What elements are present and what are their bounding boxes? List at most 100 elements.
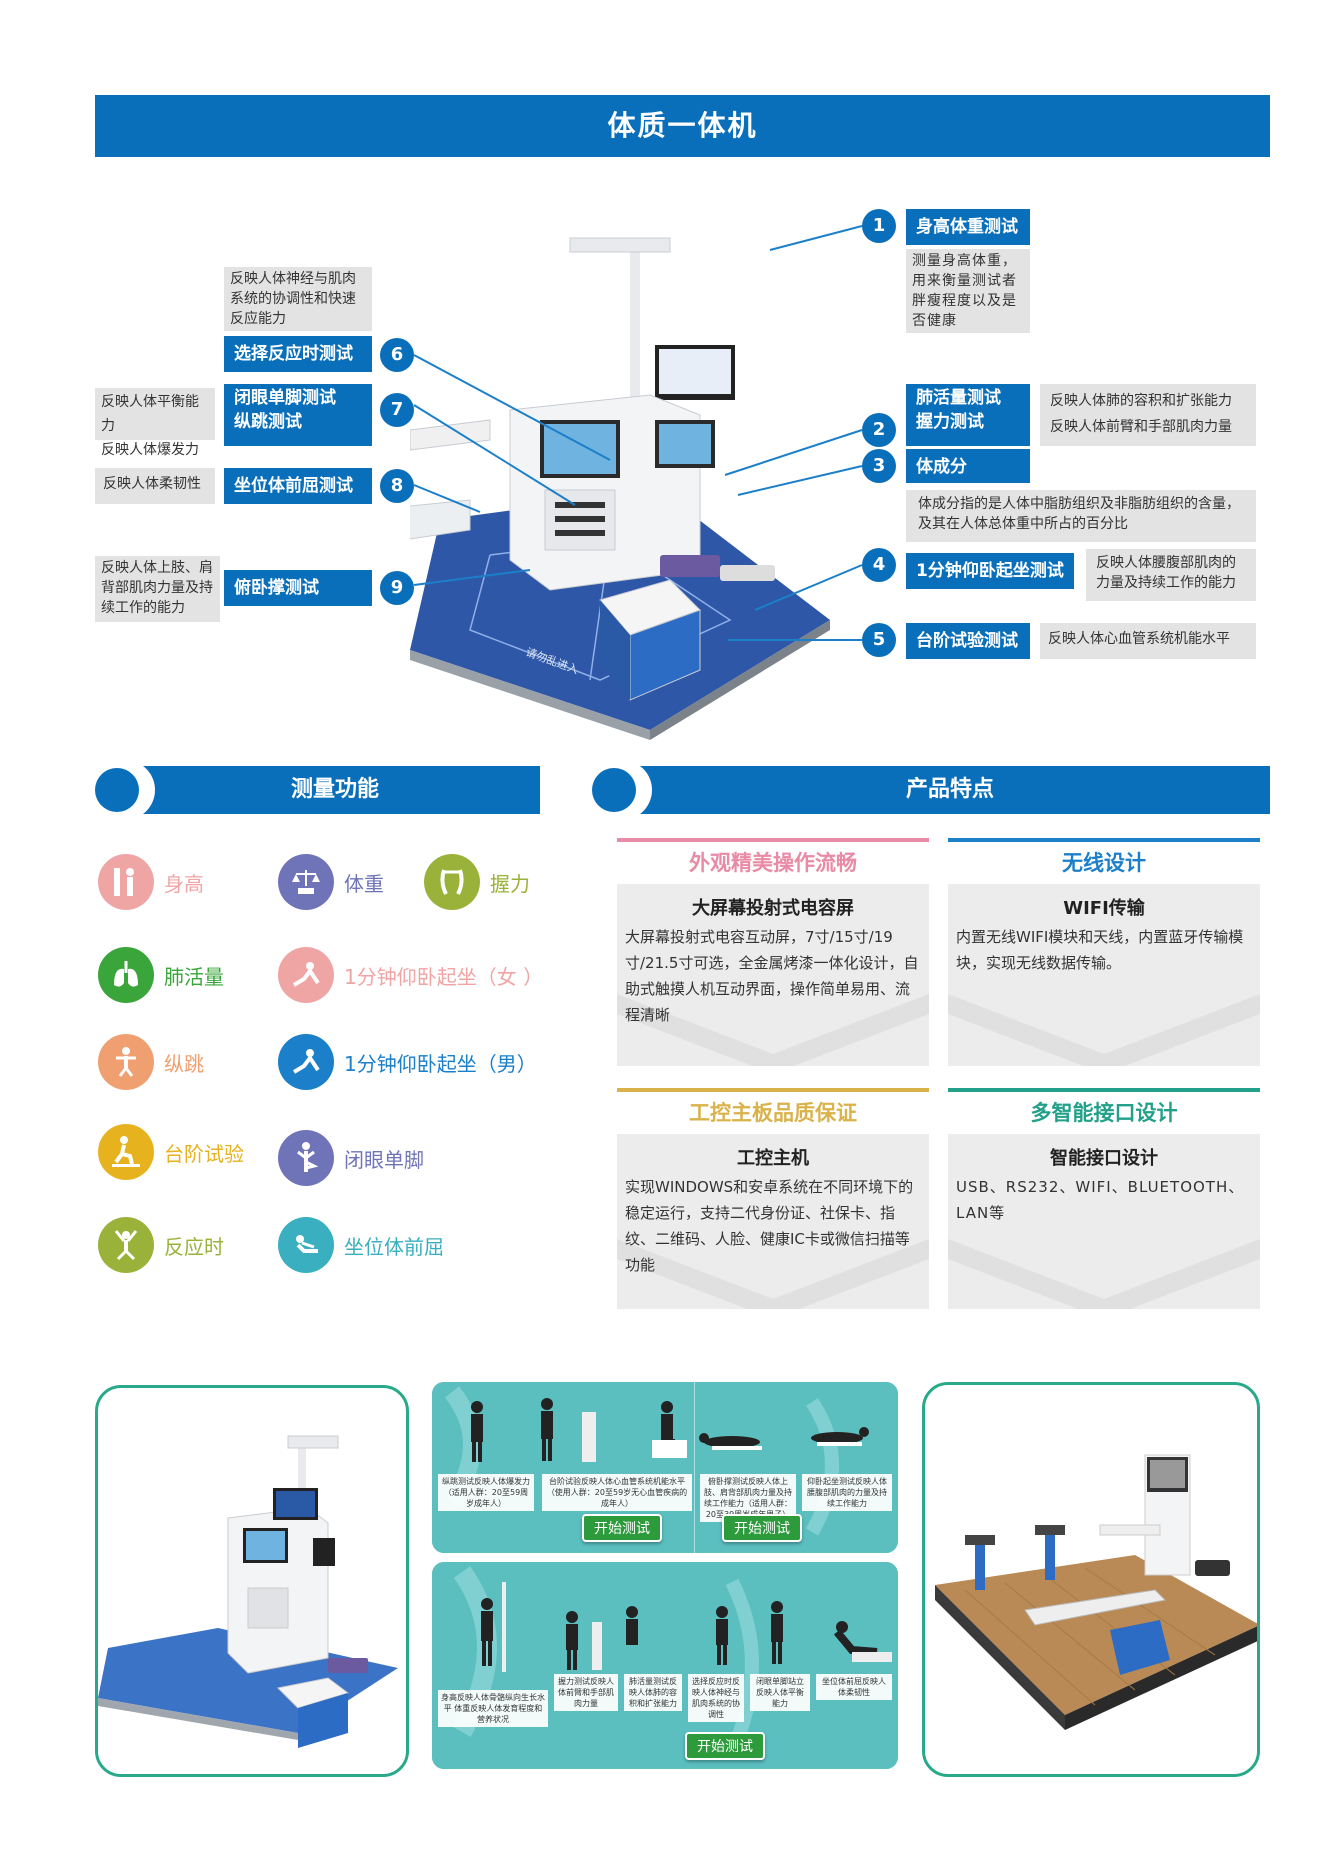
feature-title: 无线设计 — [948, 842, 1260, 884]
start-test-button-1[interactable]: 开始测试 — [582, 1514, 662, 1542]
callout-7-desc: 反映人体平衡能力 反映人体爆发力 — [95, 388, 215, 458]
callout-5-desc: 反映人体心血管系统机能水平 — [1040, 623, 1256, 659]
panel-caption: 纵跳测试反映人体爆发力（适用人群：20至59周岁成年人） — [438, 1474, 534, 1511]
feature-title: 外观精美操作流畅 — [617, 842, 929, 884]
feature-description: 大屏幕投射式电容互动屏，7寸/15寸/19寸/21.5寸可选，全金属烤漆一体化设… — [625, 928, 919, 1024]
feature-subtitle: 大屏幕投射式电容屏 — [692, 898, 854, 919]
lungs-icon — [98, 947, 154, 1003]
panel-caption: 仰卧起坐测试反映人体腰腹部肌肉的力量及持续工作能力 — [802, 1474, 892, 1511]
grip-icon — [424, 854, 480, 910]
page-title: 体质一体机 — [95, 95, 1270, 157]
feature-card-industrial-board: 工控主板品质保证 工控主机 实现WINDOWS和安卓系统在不同环境下的稳定运行，… — [617, 1088, 929, 1309]
feature-card-interfaces: 多智能接口设计 智能接口设计 USB、RS232、WIFI、BLUETOOTH、… — [948, 1088, 1260, 1309]
measure-item-step: 台阶试验 — [98, 1122, 244, 1182]
measure-label-situp-male: 1分钟仰卧起坐（男） — [344, 1051, 537, 1076]
start-test-button-3[interactable]: 开始测试 — [685, 1732, 765, 1760]
panel-caption: 台阶试验反映人体心血管系统机能水平（使用人群：20至59岁无心血管疾病的成年人） — [542, 1474, 692, 1511]
callout-3-desc: 体成分指的是人体中脂肪组织及非脂肪组织的含量，及其在人体总体重中所占的百分比 — [906, 490, 1256, 542]
measure-item-grip: 握力 — [424, 852, 530, 912]
measure-item-jump: 纵跳 — [98, 1032, 204, 1092]
measure-section-title: 测量功能 — [130, 766, 540, 814]
callout-connectors — [413, 225, 863, 641]
callout-number-5: 5 — [862, 623, 896, 657]
feature-body: 智能接口设计 USB、RS232、WIFI、BLUETOOTH、LAN等 — [948, 1134, 1260, 1309]
measure-label-grip: 握力 — [490, 871, 530, 896]
scale-icon — [278, 854, 334, 910]
measure-item-reaction: 反应时 — [98, 1215, 224, 1275]
product-photo-left — [95, 1385, 409, 1777]
feature-title: 工控主板品质保证 — [617, 1092, 929, 1134]
callout-number-9: 9 — [380, 571, 414, 605]
callout-2-desc: 反映人体肺的容积和扩张能力 反映人体前臂和手部肌肉力量 — [1040, 384, 1256, 446]
callout-8-desc: 反映人体柔韧性 — [95, 468, 215, 504]
measure-section-badge — [95, 760, 155, 820]
features-section-badge — [592, 760, 652, 820]
measure-item-situp-female: 1分钟仰卧起坐（女 ） — [278, 945, 543, 1005]
floor-machine-photo — [935, 1454, 1257, 1730]
measure-label-step: 台阶试验 — [164, 1141, 244, 1166]
measure-label-situp-female: 1分钟仰卧起坐（女 ） — [344, 964, 544, 989]
callout-4-title: 1分钟仰卧起坐测试 — [906, 553, 1074, 589]
machine-illustration: 请勿乱进入 — [410, 237, 830, 740]
measure-item-lung: 肺活量 — [98, 945, 224, 1005]
feature-body: 大屏幕投射式电容屏 大屏幕投射式电容互动屏，7寸/15寸/19寸/21.5寸可选… — [617, 884, 929, 1066]
height-icon — [98, 854, 154, 910]
measure-label-lung: 肺活量 — [164, 964, 224, 989]
feature-card-wireless: 无线设计 WIFI传输 内置无线WIFI模块和天线，内置蓝牙传输模块，实现无线数… — [948, 838, 1260, 1066]
step-icon — [98, 1124, 154, 1180]
measure-label-reaction: 反应时 — [164, 1234, 224, 1259]
start-test-button-2[interactable]: 开始测试 — [722, 1514, 802, 1542]
measure-label-weight: 体重 — [344, 871, 384, 896]
feature-subtitle: WIFI传输 — [1063, 898, 1145, 919]
feature-card-bar — [617, 838, 929, 842]
callout-9-title: 俯卧撑测试 — [224, 570, 372, 606]
feature-subtitle: 工控主机 — [737, 1148, 809, 1169]
feature-body: 工控主机 实现WINDOWS和安卓系统在不同环境下的稳定运行，支持二代身份证、社… — [617, 1134, 929, 1309]
callout-number-7: 7 — [380, 393, 414, 427]
feature-description: USB、RS232、WIFI、BLUETOOTH、LAN等 — [956, 1178, 1245, 1222]
test-panel-top-art — [432, 1382, 898, 1553]
panel-caption: 肺活量测试反映人体肺的容积和扩张能力 — [624, 1674, 682, 1711]
panel-caption: 闭眼单脚站立反映人体平衡能力 — [750, 1674, 810, 1711]
situp-icon — [278, 947, 334, 1003]
measure-item-weight: 体重 — [278, 852, 384, 912]
test-panel-top: 纵跳测试反映人体爆发力（适用人群：20至59周岁成年人） 台阶试验反映人体心血管… — [432, 1382, 898, 1553]
callout-1-desc: 测量身高体重，用来衡量测试者胖瘦程度以及是否健康 — [906, 249, 1030, 333]
callout-1-title: 身高体重测试 — [906, 209, 1030, 245]
callout-number-6: 6 — [380, 338, 414, 372]
callout-number-2: 2 — [862, 413, 896, 447]
feature-card-bar — [948, 838, 1260, 842]
callout-5-title: 台阶试验测试 — [906, 623, 1030, 659]
panel-caption: 身高反映人体骨骼纵向生长水平 体重反映人体发育程度和营养状况 — [438, 1690, 548, 1727]
callout-number-1: 1 — [862, 209, 896, 243]
callout-3-title: 体成分 — [906, 449, 1030, 483]
measure-label-balance: 闭眼单脚 — [344, 1147, 424, 1172]
callout-7-title-line1: 闭眼单脚测试 — [234, 388, 336, 408]
measure-item-situp-male: 1分钟仰卧起坐（男） — [278, 1032, 537, 1092]
measure-label-jump: 纵跳 — [164, 1051, 204, 1076]
feature-card-appearance: 外观精美操作流畅 大屏幕投射式电容屏 大屏幕投射式电容互动屏，7寸/15寸/19… — [617, 838, 929, 1066]
callout-2-desc-line1: 反映人体肺的容积和扩张能力 — [1050, 393, 1232, 409]
feature-subtitle: 智能接口设计 — [1050, 1148, 1158, 1169]
reaction-icon — [98, 1217, 154, 1273]
measure-label-sit-reach: 坐位体前屈 — [344, 1234, 444, 1259]
callout-8-title: 坐位体前屈测试 — [224, 468, 372, 504]
callout-6-desc: 反映人体神经与肌肉系统的协调性和快速反应能力 — [224, 267, 372, 331]
callout-7-desc-line1: 反映人体平衡能力 — [101, 394, 199, 434]
feature-description: 实现WINDOWS和安卓系统在不同环境下的稳定运行，支持二代身份证、社保卡、指纹… — [625, 1178, 914, 1274]
panel-caption: 握力测试反映人体前臂和手部肌肉力量 — [554, 1674, 618, 1711]
callout-4-desc: 反映人体腰腹部肌肉的力量及持续工作的能力 — [1086, 549, 1256, 601]
feature-title: 多智能接口设计 — [948, 1092, 1260, 1134]
callout-number-3: 3 — [862, 449, 896, 483]
features-section-title: 产品特点 — [630, 766, 1270, 814]
measure-item-sit-reach: 坐位体前屈 — [278, 1215, 444, 1275]
measure-label-height: 身高 — [164, 871, 204, 896]
feature-description: 内置无线WIFI模块和天线，内置蓝牙传输模块，实现无线数据传输。 — [956, 928, 1244, 972]
callout-6-title: 选择反应时测试 — [224, 336, 372, 372]
callout-2-desc-line2: 反映人体前臂和手部肌肉力量 — [1050, 419, 1232, 435]
balance-icon — [278, 1130, 334, 1186]
sit-reach-icon — [278, 1217, 334, 1273]
jump-icon — [98, 1034, 154, 1090]
callout-7-desc-line2: 反映人体爆发力 — [101, 442, 199, 458]
measure-item-height: 身高 — [98, 852, 204, 912]
